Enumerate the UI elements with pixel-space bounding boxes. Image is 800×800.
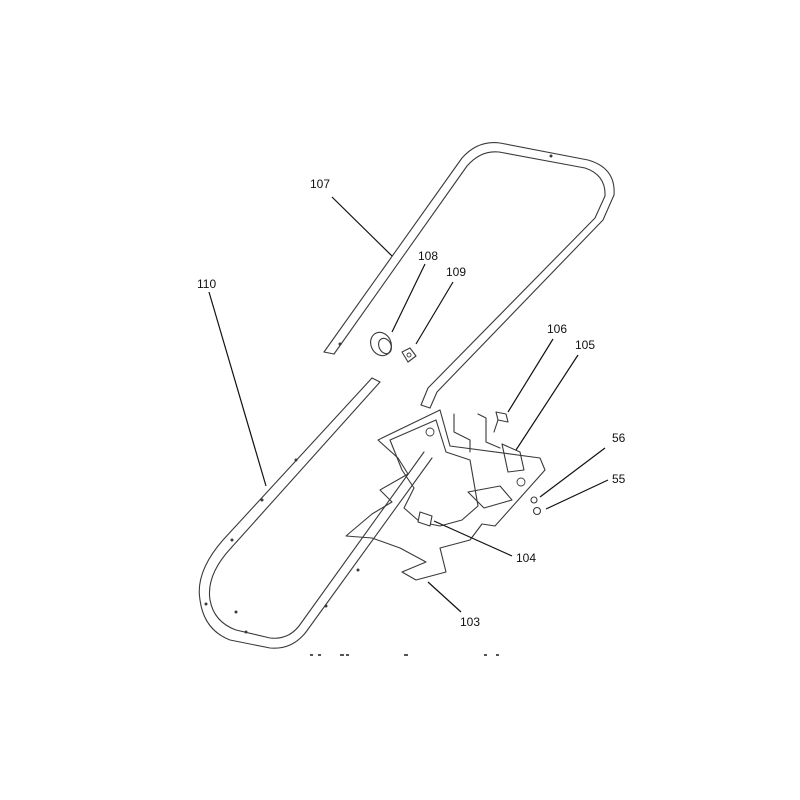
leader-106 xyxy=(507,338,554,413)
callout-108: 108 xyxy=(418,249,438,263)
part-107-upper-handle xyxy=(323,142,615,409)
leader-110 xyxy=(208,291,267,487)
leader-lines xyxy=(208,196,609,613)
callout-55: 55 xyxy=(612,472,626,486)
callout-107: 107 xyxy=(310,177,330,191)
part-109-washer xyxy=(401,347,417,363)
leader-56 xyxy=(539,447,606,498)
leader-55 xyxy=(545,479,609,510)
callout-103: 103 xyxy=(460,615,480,629)
leader-103 xyxy=(427,581,462,613)
callout-labels: 107 108 109 110 106 105 56 55 104 103 xyxy=(197,177,626,629)
leader-104 xyxy=(433,520,513,557)
callout-110: 110 xyxy=(197,277,216,291)
callout-109: 109 xyxy=(446,265,466,279)
callout-56: 56 xyxy=(612,431,626,445)
cropped-footer-marks xyxy=(310,654,499,656)
leader-107 xyxy=(331,196,393,257)
part-104-bolt xyxy=(417,511,433,527)
leader-109 xyxy=(415,281,454,345)
callout-104: 104 xyxy=(516,551,536,565)
leader-105 xyxy=(515,354,579,451)
part-106-bolt xyxy=(493,411,509,433)
part-55-nut xyxy=(532,506,542,516)
part-56-washer xyxy=(530,496,538,504)
part-103-bracket-plate xyxy=(345,409,546,581)
part-110-lower-handle xyxy=(198,377,433,649)
callout-106: 106 xyxy=(547,322,567,336)
leader-108 xyxy=(391,263,426,333)
callout-105: 105 xyxy=(575,338,595,352)
part-108-knob xyxy=(370,331,392,357)
